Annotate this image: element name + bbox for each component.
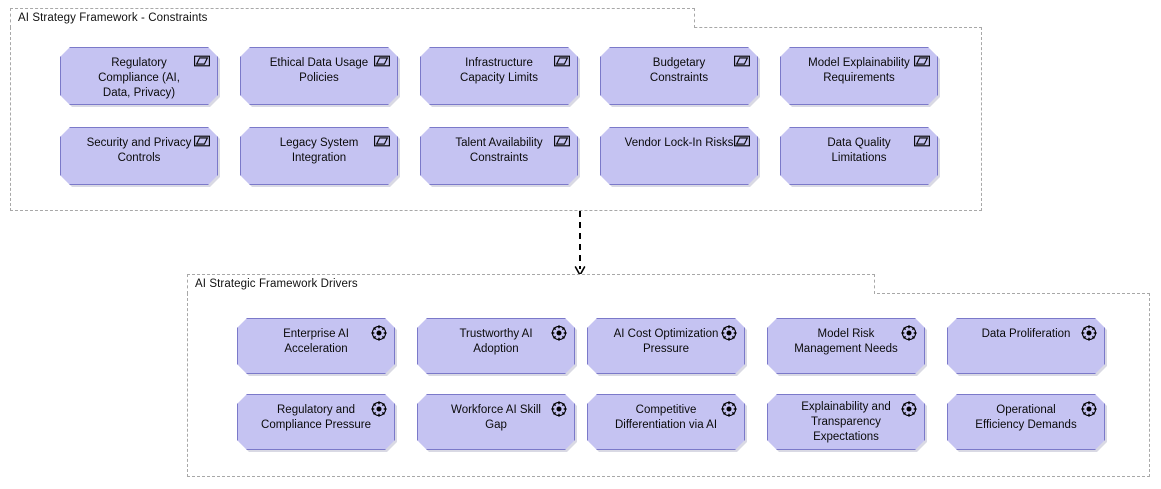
constraint-icon bbox=[374, 134, 390, 148]
constraint-icon bbox=[374, 54, 390, 68]
driver-node[interactable]: Explainability and Transparency Expectat… bbox=[767, 394, 925, 450]
node-label: Budgetary Constraints bbox=[649, 57, 709, 84]
driver-node[interactable]: Trustworthy AI Adoption bbox=[417, 318, 575, 374]
node-label: Model Explainability Requirements bbox=[808, 57, 910, 84]
group-drivers-title: AI Strategic Framework Drivers bbox=[195, 277, 358, 290]
node-label: Regulatory Compliance (AI, Data, Privacy… bbox=[98, 57, 180, 99]
driver-node[interactable]: Competitive Differentiation via AI bbox=[587, 394, 745, 450]
node-label: Explainability and Transparency Expectat… bbox=[801, 401, 891, 443]
node-label: Infrastructure Capacity Limits bbox=[460, 57, 538, 84]
constraints-to-drivers-arrow bbox=[572, 211, 588, 277]
group-constraints-body bbox=[10, 27, 982, 211]
driver-node[interactable]: Workforce AI Skill Gap bbox=[417, 394, 575, 450]
constraint-icon bbox=[914, 54, 930, 68]
driver-node[interactable]: Enterprise AI Acceleration bbox=[237, 318, 395, 374]
node-label: Regulatory and Compliance Pressure bbox=[261, 404, 371, 431]
node-label: AI Cost Optimization Pressure bbox=[613, 328, 719, 355]
constraint-icon bbox=[914, 134, 930, 148]
node-label: Trustworthy AI Adoption bbox=[459, 328, 533, 355]
constraint-node[interactable]: Vendor Lock-In Risks bbox=[600, 127, 758, 185]
node-label: Model Risk Management Needs bbox=[794, 328, 898, 355]
node-label: Data Quality Limitations bbox=[827, 137, 891, 164]
driver-icon bbox=[371, 401, 387, 415]
constraint-node[interactable]: Model Explainability Requirements bbox=[780, 47, 938, 105]
constraint-node[interactable]: Regulatory Compliance (AI, Data, Privacy… bbox=[60, 47, 218, 105]
constraint-icon bbox=[194, 54, 210, 68]
group-drivers-body bbox=[187, 293, 1150, 477]
node-label: Workforce AI Skill Gap bbox=[451, 404, 541, 431]
driver-node[interactable]: Model Risk Management Needs bbox=[767, 318, 925, 374]
driver-icon bbox=[1081, 401, 1097, 415]
driver-node[interactable]: Regulatory and Compliance Pressure bbox=[237, 394, 395, 450]
constraint-icon bbox=[554, 54, 570, 68]
group-drivers[interactable]: AI Strategic Framework Drivers bbox=[187, 274, 1150, 477]
node-label: Data Proliferation bbox=[981, 328, 1071, 340]
group-drivers-header: AI Strategic Framework Drivers bbox=[187, 274, 875, 294]
node-label: Operational Efficiency Demands bbox=[975, 404, 1077, 431]
constraint-icon bbox=[554, 134, 570, 148]
driver-icon bbox=[901, 401, 917, 415]
driver-icon bbox=[551, 325, 567, 339]
group-constraints-header: AI Strategy Framework - Constraints bbox=[10, 8, 695, 28]
driver-icon bbox=[1081, 325, 1097, 339]
driver-icon bbox=[551, 401, 567, 415]
constraint-node[interactable]: Legacy System Integration bbox=[240, 127, 398, 185]
node-label: Talent Availability Constraints bbox=[455, 137, 543, 164]
node-label: Vendor Lock-In Risks bbox=[624, 137, 734, 149]
constraint-icon bbox=[194, 134, 210, 148]
driver-icon bbox=[371, 325, 387, 339]
constraint-icon bbox=[734, 134, 750, 148]
driver-node[interactable]: Data Proliferation bbox=[947, 318, 1105, 374]
node-label: Ethical Data Usage Policies bbox=[269, 57, 369, 84]
constraint-node[interactable]: Budgetary Constraints bbox=[600, 47, 758, 105]
node-label: Legacy System Integration bbox=[279, 137, 359, 164]
group-constraints-title: AI Strategy Framework - Constraints bbox=[18, 11, 208, 24]
constraint-icon bbox=[734, 54, 750, 68]
constraint-node[interactable]: Ethical Data Usage Policies bbox=[240, 47, 398, 105]
driver-node[interactable]: Operational Efficiency Demands bbox=[947, 394, 1105, 450]
node-label: Competitive Differentiation via AI bbox=[614, 404, 718, 431]
group-constraints[interactable]: AI Strategy Framework - Constraints bbox=[10, 8, 982, 211]
constraint-node[interactable]: Infrastructure Capacity Limits bbox=[420, 47, 578, 105]
driver-icon bbox=[901, 325, 917, 339]
constraint-node[interactable]: Data Quality Limitations bbox=[780, 127, 938, 185]
node-label: Enterprise AI Acceleration bbox=[283, 328, 349, 355]
driver-icon bbox=[721, 325, 737, 339]
node-label: Security and Privacy Controls bbox=[86, 137, 192, 164]
constraint-node[interactable]: Talent Availability Constraints bbox=[420, 127, 578, 185]
constraint-node[interactable]: Security and Privacy Controls bbox=[60, 127, 218, 185]
driver-node[interactable]: AI Cost Optimization Pressure bbox=[587, 318, 745, 374]
driver-icon bbox=[721, 401, 737, 415]
